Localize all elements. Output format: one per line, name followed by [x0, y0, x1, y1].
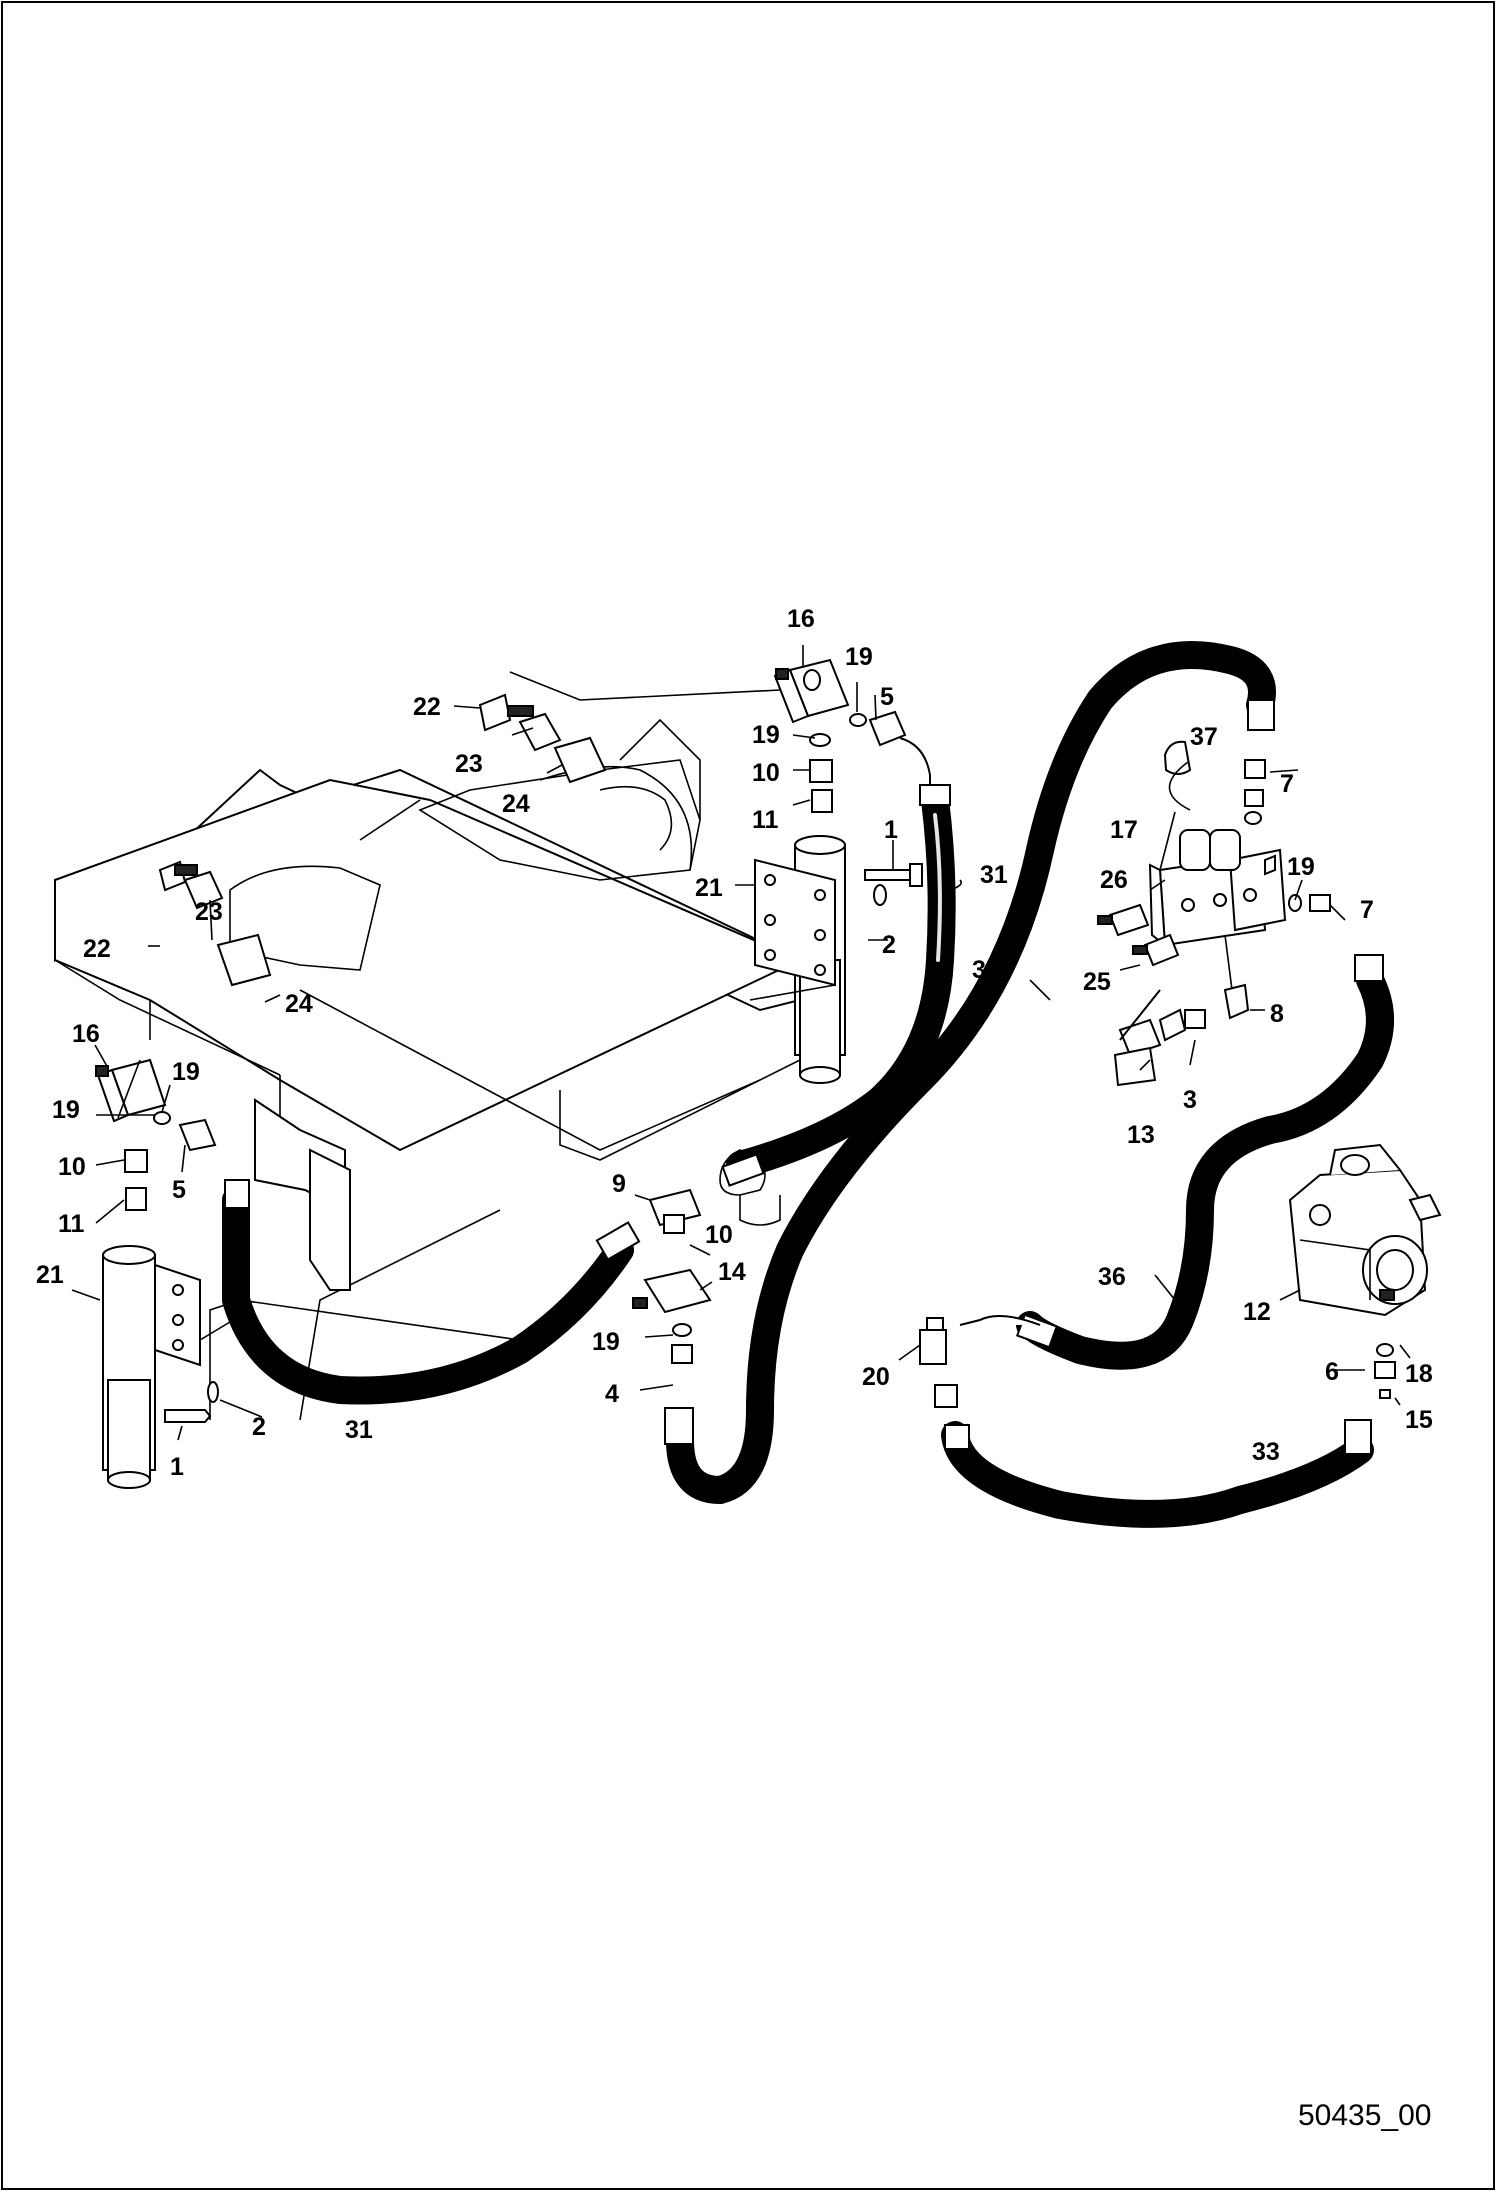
callout-26: 26 — [1100, 866, 1128, 894]
callout-31-lower: 31 — [345, 1416, 373, 1444]
callout-24-upper: 24 — [502, 790, 530, 818]
callout-25: 25 — [1083, 968, 1111, 996]
callout-11-lower: 11 — [58, 1210, 85, 1238]
pivot-boss — [719, 1149, 766, 1196]
callout-5-upper: 5 — [880, 683, 894, 711]
callout-21-upper: 21 — [695, 874, 723, 902]
tee-20 — [919, 1317, 958, 1408]
hoses — [222, 641, 1394, 1528]
lock-cylinder-lower — [102, 1245, 251, 1489]
callout-4: 4 — [605, 1380, 619, 1408]
callout-7-upper: 7 — [1280, 770, 1294, 798]
callout-13: 13 — [1127, 1121, 1155, 1149]
callout-5-lower: 5 — [172, 1176, 186, 1204]
callout-10-tee: 10 — [705, 1221, 733, 1249]
callout-24-lower: 24 — [285, 990, 313, 1018]
callout-18: 18 — [1405, 1360, 1433, 1388]
callout-17: 17 — [1110, 816, 1138, 844]
callout-16-lower: 16 — [72, 1020, 100, 1048]
lock-cylinder-upper — [749, 835, 923, 1084]
hose-fittings — [224, 699, 1384, 1455]
callout-10-upper: 10 — [752, 759, 780, 787]
callout-2-lower: 2 — [252, 1413, 266, 1441]
callout-labels: 16 19 5 22 23 24 19 10 11 1 31 21 2 23 2… — [36, 605, 1433, 1481]
hose-33 — [941, 1421, 1374, 1528]
hydraulic-pump — [1288, 1143, 1442, 1399]
callout-9: 9 — [612, 1170, 626, 1198]
callout-11-upper: 11 — [752, 806, 779, 834]
callout-15: 15 — [1405, 1406, 1433, 1434]
callout-16-upper: 16 — [787, 605, 815, 633]
callout-19-block: 19 — [1287, 853, 1315, 881]
callout-22-lower: 22 — [83, 935, 111, 963]
callout-36: 36 — [1098, 1263, 1126, 1291]
callout-19-lower-left: 19 — [52, 1096, 80, 1124]
valve-block — [1097, 740, 1331, 1087]
callout-19-mid: 19 — [752, 721, 780, 749]
callout-23-lower: 23 — [195, 898, 223, 926]
exploded-valve-parts — [158, 693, 607, 987]
callout-23-upper: 23 — [455, 750, 483, 778]
hose-31-lower — [222, 1186, 634, 1405]
callout-35: 35 — [972, 956, 1000, 984]
callout-3: 3 — [1183, 1086, 1197, 1114]
callout-33: 33 — [1252, 1438, 1280, 1466]
callout-19-upper: 19 — [845, 643, 873, 671]
callout-1-lower: 1 — [170, 1453, 184, 1481]
callout-37: 37 — [1190, 723, 1218, 751]
callout-7-lower: 7 — [1360, 896, 1374, 924]
leader-lines — [71, 645, 1411, 1501]
callout-20: 20 — [862, 1363, 890, 1391]
upper-valve-fittings — [509, 658, 931, 813]
hose-36 — [1016, 966, 1394, 1370]
hose-35 — [666, 641, 1276, 1504]
callout-14: 14 — [718, 1258, 746, 1286]
drawing-number: 50435_00 — [1298, 2099, 1431, 2132]
callout-2-upper: 2 — [882, 931, 896, 959]
coil-37 — [1163, 740, 1192, 775]
callout-21-lower: 21 — [36, 1261, 64, 1289]
callout-8: 8 — [1270, 1000, 1284, 1028]
callout-12: 12 — [1243, 1298, 1271, 1326]
callout-22-upper: 22 — [413, 693, 441, 721]
callout-19-lower-right: 19 — [172, 1058, 200, 1086]
lower-valve-fittings — [95, 1058, 217, 1211]
callout-19-tee: 19 — [592, 1328, 620, 1356]
callout-1-upper: 1 — [884, 816, 898, 844]
callout-10-lower: 10 — [58, 1153, 86, 1181]
callout-6: 6 — [1325, 1358, 1339, 1386]
tee-fitting-group — [632, 1188, 712, 1364]
callout-31-upper: 31 — [980, 861, 1008, 889]
access-cover — [229, 865, 381, 971]
